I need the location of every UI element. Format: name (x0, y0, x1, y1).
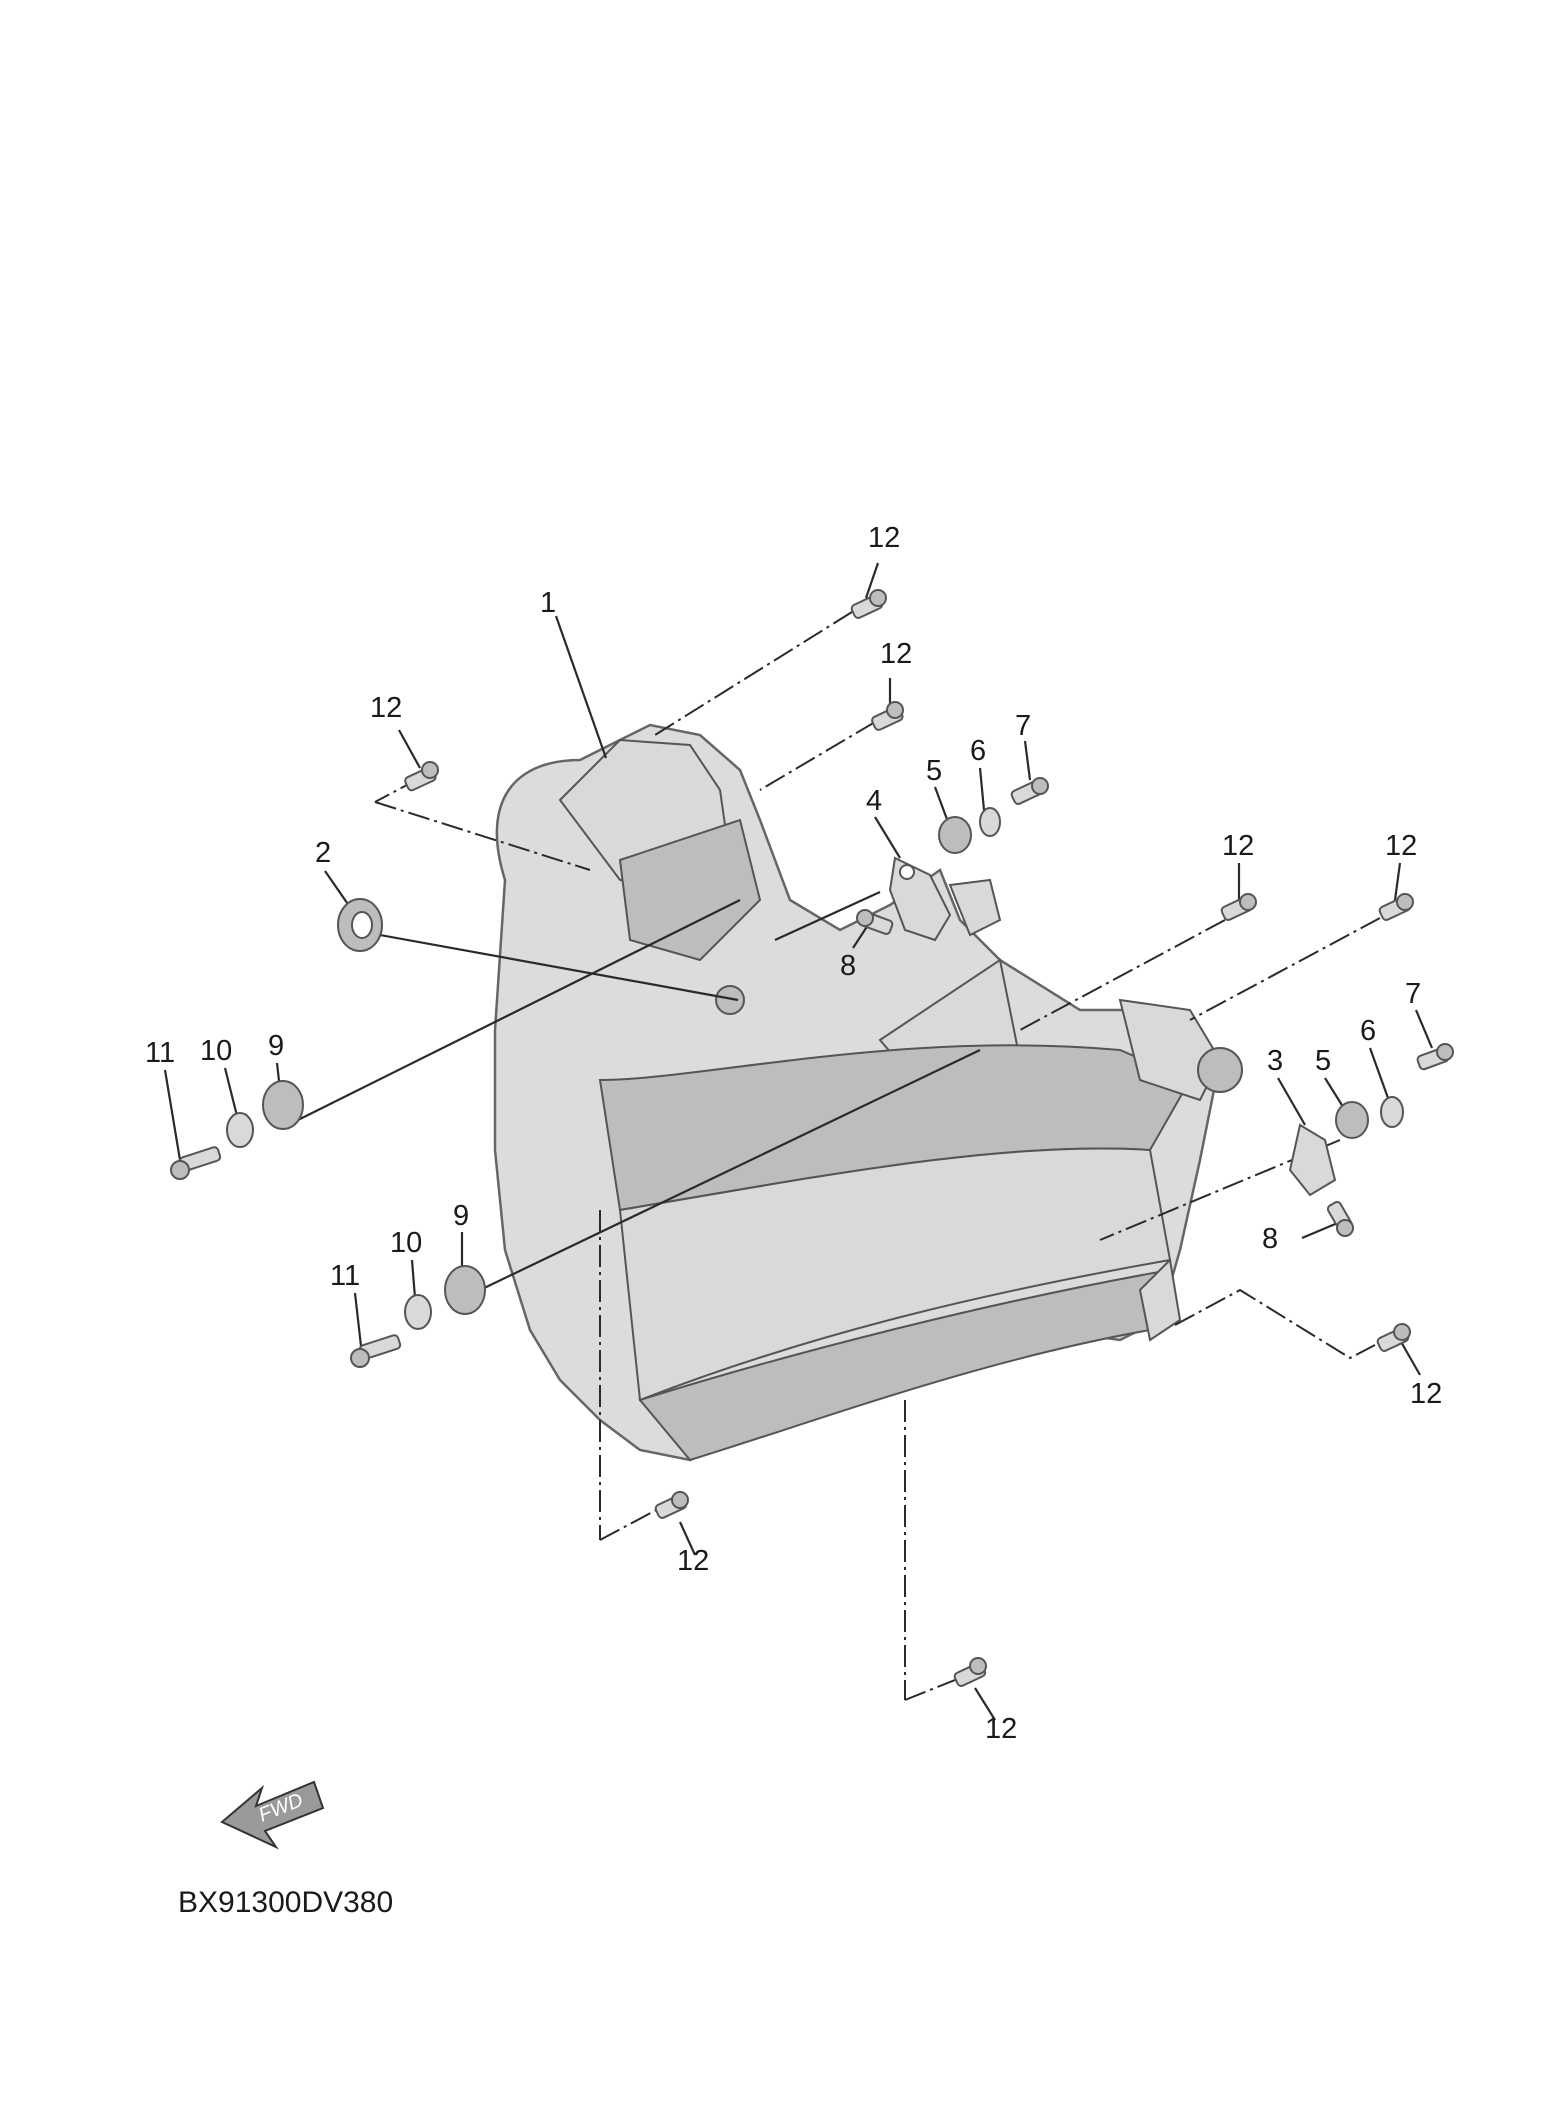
callout-labels: 1 12 12 12 2 9 10 11 4 5 6 7 8 12 12 3 5… (145, 522, 1442, 1745)
washer-6-upper (979, 807, 1001, 837)
bolt-8-lower (1326, 1200, 1354, 1237)
callout-2: 2 (315, 837, 331, 869)
callout-12-bottom: 12 (985, 1713, 1017, 1745)
hardware-parts (170, 589, 1454, 1687)
callout-12-left: 12 (370, 692, 402, 724)
washer-6-lower (1380, 1096, 1404, 1128)
grommet-9-upper (262, 1080, 304, 1130)
bolt-7-upper (1010, 777, 1049, 805)
bolt-12-left (404, 761, 439, 792)
grommet-9-lower (444, 1265, 486, 1315)
callout-10-lower: 10 (390, 1227, 422, 1259)
callout-5-lower: 5 (1315, 1045, 1331, 1077)
callout-8-upper: 8 (840, 950, 856, 982)
callout-12-lower-right: 12 (1410, 1378, 1442, 1410)
collar-10-upper (226, 1112, 254, 1148)
bolt-12-lower-right (1376, 1323, 1411, 1352)
damper-5-upper (938, 816, 972, 854)
callout-5-upper: 5 (926, 755, 942, 787)
headlight-assembly (493, 723, 1243, 1462)
damper-5-lower (1335, 1101, 1369, 1139)
bolt-8-upper (856, 909, 894, 935)
drawing-code: BX91300DV380 (178, 1886, 393, 1919)
callout-6-upper: 6 (970, 735, 986, 767)
leader-lines (163, 562, 1434, 1721)
bolt-12-top (850, 589, 887, 619)
callout-12-upper: 12 (880, 638, 912, 670)
grommet-2 (337, 898, 383, 952)
bolt-12-right-b (1378, 893, 1414, 921)
callout-4: 4 (866, 785, 882, 817)
callout-12-lower-left: 12 (677, 1545, 709, 1577)
callout-12-top: 12 (868, 522, 900, 554)
callout-12-right-b: 12 (1385, 830, 1417, 862)
bolt-12-bottom (953, 1657, 987, 1687)
callout-10-upper: 10 (200, 1035, 232, 1067)
callout-7-upper: 7 (1015, 710, 1031, 742)
forward-arrow-icon: FWD (220, 1780, 325, 1850)
callout-9-upper: 9 (268, 1030, 284, 1062)
callout-3: 3 (1267, 1045, 1283, 1077)
bracket-3 (1288, 1123, 1337, 1197)
callout-1: 1 (540, 587, 556, 619)
bolt-11-upper (170, 1146, 222, 1180)
bracket-4 (888, 856, 952, 942)
bolt-7-lower (1416, 1043, 1454, 1071)
callout-7-lower: 7 (1405, 978, 1421, 1010)
callout-11-upper: 11 (145, 1037, 175, 1069)
callout-11-lower: 11 (330, 1260, 360, 1292)
callout-12-right-a: 12 (1222, 830, 1254, 862)
bolt-12-upper (871, 701, 904, 731)
callout-8-lower: 8 (1262, 1223, 1278, 1255)
collar-10-lower (404, 1294, 432, 1330)
bolt-12-lower-left (654, 1491, 689, 1519)
callout-9-lower: 9 (453, 1200, 469, 1232)
bolt-11-lower (350, 1334, 402, 1368)
callout-6-lower: 6 (1360, 1015, 1376, 1047)
bolt-12-right-a (1220, 893, 1257, 921)
